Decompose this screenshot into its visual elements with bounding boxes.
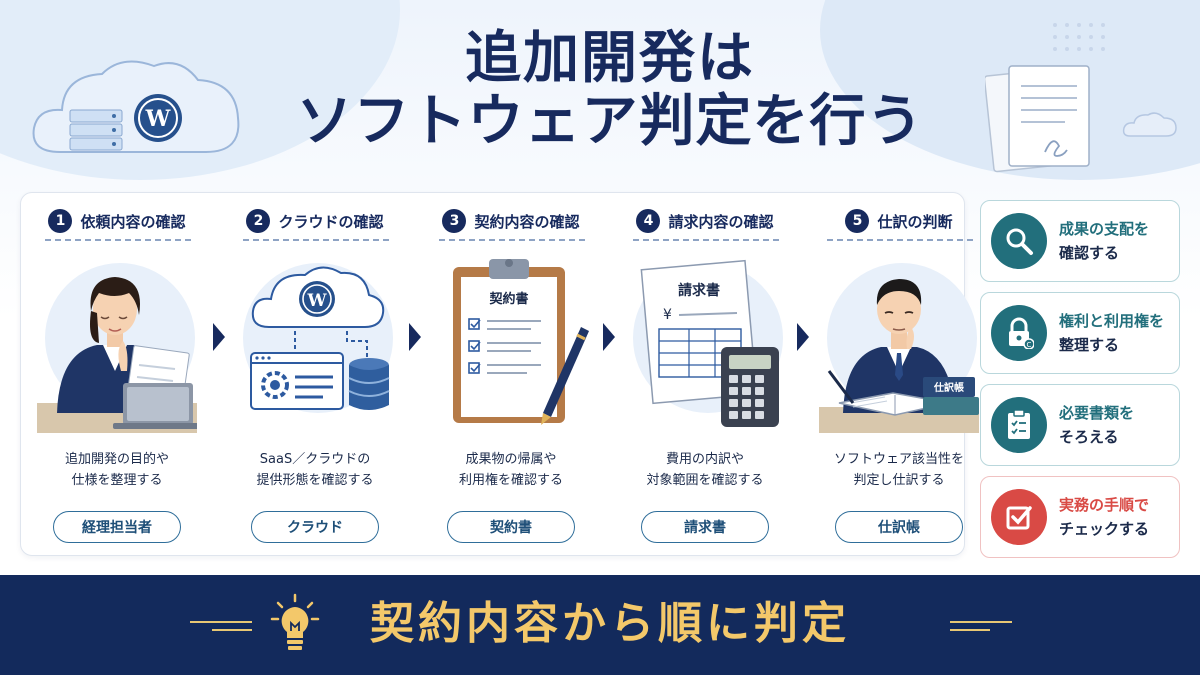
step-number: 4 — [636, 209, 661, 233]
clipboard-heading: 契約書 — [488, 291, 528, 307]
banner-rule-right — [950, 621, 1012, 623]
description-line-2: 提供形態を確認する — [256, 473, 374, 489]
step-description: SaaS／クラウドの 提供形態を確認する — [225, 449, 405, 492]
step-description: ソフトウェア該当性を 判定し仕訳する — [809, 449, 989, 492]
divider — [243, 239, 389, 241]
side-item-rights: C 権利と利用権を 整理する — [980, 292, 1180, 374]
lightbulb-icon — [270, 593, 320, 659]
side-item-rest: そろえる — [1059, 428, 1119, 446]
step-tag: クラウド — [251, 511, 379, 543]
divider — [439, 239, 585, 241]
step-title: クラウドの確認 — [278, 212, 384, 231]
bottom-banner: 契約内容から順に判定 — [0, 575, 1200, 675]
step-header: 3 契約内容の確認 — [421, 207, 601, 235]
side-item-documents: 必要書類を そろえる — [980, 384, 1180, 466]
lock-icon: C — [991, 305, 1047, 361]
step-number: 2 — [246, 209, 271, 233]
step-number: 1 — [48, 209, 73, 233]
invoice-calculator-icon: 請求書 ¥ — [625, 253, 785, 433]
side-item-text: 権利と利用権を 整理する — [1059, 309, 1164, 357]
step-tag: 経理担当者 — [53, 511, 181, 543]
checklist-icon — [991, 397, 1047, 453]
title-line-1: 追加開発は — [465, 26, 755, 91]
clipboard-contract-icon: 契約書 — [431, 253, 591, 433]
step-5: 5 仕訳の判断 — [809, 193, 989, 557]
arrow-right-icon — [409, 323, 421, 351]
small-cloud-icon — [1120, 110, 1180, 144]
step-number: 5 — [845, 209, 870, 233]
search-icon — [991, 213, 1047, 269]
banner-rule-right-short — [950, 629, 990, 631]
svg-text:C: C — [1027, 341, 1032, 349]
side-item-rest: 整理する — [1059, 336, 1120, 354]
step-tag: 契約書 — [447, 511, 575, 543]
side-item-text: 必要書類を そろえる — [1059, 401, 1134, 449]
arrow-right-icon — [213, 323, 225, 351]
arrow-right-icon — [797, 323, 809, 351]
description-line-2: 利用権を確認する — [458, 473, 563, 489]
arrow-right-icon — [603, 323, 615, 351]
step-title: 契約内容の確認 — [474, 212, 580, 231]
documents-icon — [983, 60, 1105, 184]
yen-symbol: ¥ — [663, 307, 672, 323]
side-item-highlight: 権利と利用権を — [1059, 312, 1165, 330]
side-item-text: 実務の手順で チェックする — [1059, 493, 1149, 541]
side-item-rest: 確認する — [1059, 244, 1120, 262]
step-description: 費用の内訳や 対象範囲を確認する — [615, 449, 795, 492]
banner-rule-left — [190, 621, 252, 623]
step-4: 4 請求内容の確認 請求書 ¥ — [615, 193, 795, 557]
description-line-2: 仕様を整理する — [71, 473, 163, 489]
step-tag: 仕訳帳 — [835, 511, 963, 543]
wordpress-cloud-icon: W — [30, 52, 245, 166]
side-item-rest: チェックする — [1059, 520, 1150, 538]
step-header: 2 クラウドの確認 — [225, 207, 405, 235]
divider — [633, 239, 779, 241]
side-item-highlight: 必要書類を — [1059, 404, 1135, 422]
svg-text:W: W — [145, 106, 171, 132]
banner-rule-left-short — [212, 629, 252, 631]
divider — [827, 239, 973, 241]
step-title: 請求内容の確認 — [668, 212, 774, 231]
side-item-highlight: 実務の手順で — [1059, 496, 1150, 514]
steps-panel: 1 依頼内容の確認 — [20, 192, 979, 557]
step-header: 5 仕訳の判断 — [809, 207, 989, 235]
step-header: 1 依頼内容の確認 — [27, 207, 207, 235]
checkbox-icon — [991, 489, 1047, 545]
side-item-highlight: 成果の支配を — [1059, 220, 1150, 238]
svg-text:W: W — [306, 291, 327, 311]
side-item-text: 成果の支配を 確認する — [1059, 217, 1149, 265]
description-line-2: 判定し仕訳する — [853, 473, 945, 489]
step-description: 追加開発の目的や 仕様を整理する — [27, 449, 207, 492]
step-description: 成果物の帰属や 利用権を確認する — [421, 449, 601, 492]
banner-text: 契約内容から順に判定 — [370, 598, 850, 649]
side-item-procedure: 実務の手順で チェックする — [980, 476, 1180, 558]
description-line-1: 追加開発の目的や — [64, 452, 169, 467]
divider — [45, 239, 191, 241]
step-title: 仕訳の判断 — [877, 212, 953, 231]
step-header: 4 請求内容の確認 — [615, 207, 795, 235]
description-line-1: 成果物の帰属や — [465, 452, 557, 467]
description-line-1: SaaS／クラウドの — [259, 452, 371, 467]
step-3: 3 契約内容の確認 契約書 — [421, 193, 601, 557]
step-title: 依頼内容の確認 — [80, 212, 186, 231]
woman-reading-icon — [37, 253, 197, 433]
man-journaling-icon: 仕訳帳 — [819, 253, 979, 433]
description-line-1: ソフトウェア該当性を — [833, 452, 964, 467]
dots-decoration — [1050, 20, 1140, 64]
step-2: 2 クラウドの確認 W — [225, 193, 405, 557]
side-item-ownership: 成果の支配を 確認する — [980, 200, 1180, 282]
description-line-2: 対象範囲を確認する — [646, 473, 764, 489]
page-title: 追加開発は ソフトウェア判定を行う — [250, 26, 970, 154]
step-number: 3 — [442, 209, 467, 233]
cloud-server-icon: W — [235, 253, 395, 433]
step-1: 1 依頼内容の確認 — [27, 193, 207, 557]
invoice-heading: 請求書 — [678, 282, 720, 299]
title-line-2: ソフトウェア判定を行う — [296, 88, 924, 154]
step-tag: 請求書 — [641, 511, 769, 543]
ledger-book-label: 仕訳帳 — [933, 381, 964, 394]
description-line-1: 費用の内訳や — [665, 452, 744, 467]
